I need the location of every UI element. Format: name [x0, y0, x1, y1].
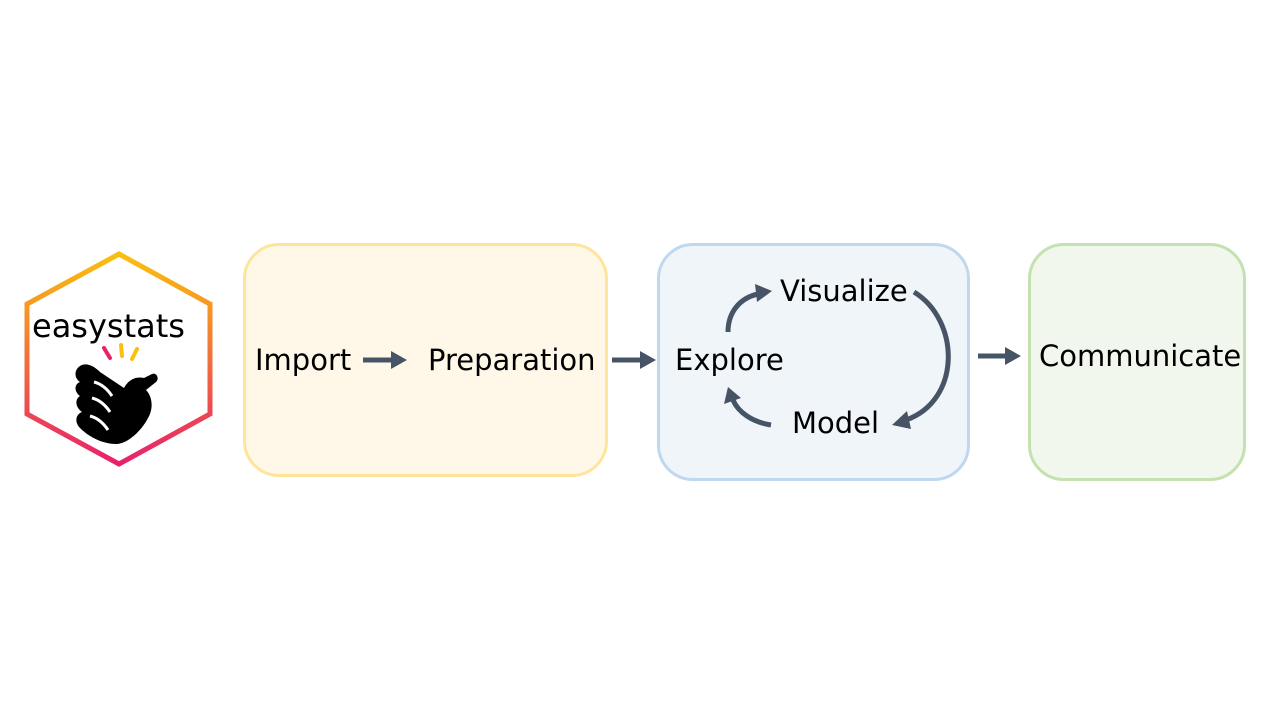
stage-explore: Explore [675, 343, 784, 377]
stage-visualize: Visualize [780, 274, 908, 308]
arrow-model-to-explore [724, 387, 772, 428]
arrow-explore-to-visualize [725, 284, 772, 333]
arrow-import-to-preparation [363, 351, 407, 369]
stage-import: Import [255, 343, 352, 377]
stage-communicate: Communicate [1039, 339, 1242, 373]
import-preparation-box [243, 243, 608, 477]
easystats-logo [24, 251, 213, 467]
logo-text: easystats [32, 307, 185, 345]
arrow-preparation-to-explore [612, 351, 656, 369]
logo-hexagon [24, 251, 213, 467]
communicate-box [1028, 243, 1246, 481]
snapping-hand-icon [75, 364, 158, 444]
arrow-explore-to-communicate [978, 347, 1021, 365]
stage-model: Model [792, 406, 880, 440]
stage-preparation: Preparation [428, 343, 596, 377]
spark-icon [102, 343, 139, 361]
explore-cycle-box [657, 243, 970, 481]
arrow-visualize-to-model [892, 289, 951, 429]
